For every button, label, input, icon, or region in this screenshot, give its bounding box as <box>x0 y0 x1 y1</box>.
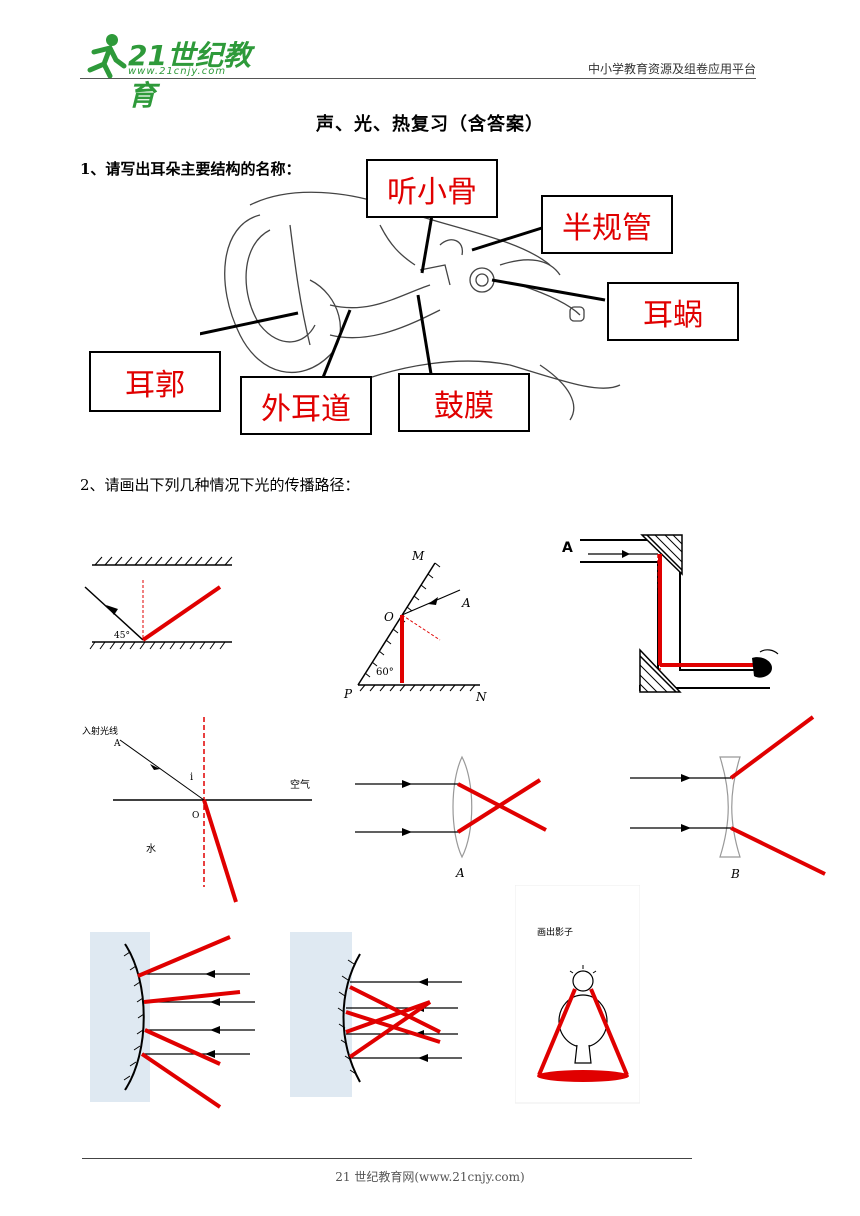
diagram-concave-mirror-2 <box>290 932 462 1097</box>
sun-icon <box>572 970 594 992</box>
page-title: 声、光、热复习（含答案） <box>316 114 544 135</box>
runner-icon <box>87 34 127 78</box>
label-A: A <box>461 596 471 610</box>
footer-text: 21 世纪教育网(www.21cnjy.com) <box>335 1170 525 1184</box>
question-1: 1、请写出耳朵主要结构的名称： <box>80 160 301 178</box>
label-M: M <box>411 549 425 563</box>
logo-url: www.21cnjy.com <box>128 66 227 77</box>
label-A-refraction: A <box>113 739 121 749</box>
header-logo: 21世纪教育 www.21cnjy.com <box>80 30 260 112</box>
label-ear-canal: 外耳道 <box>240 376 372 435</box>
diagram-refraction: 入射光线 A i 空气 O 水 <box>82 717 312 903</box>
label-lens-A: A <box>455 866 465 880</box>
label-O: O <box>384 610 394 624</box>
diagram-convex-lens: A <box>355 755 547 880</box>
diagram-shadow: 画出影子 <box>515 885 640 1104</box>
label-semicircular-canals: 半规管 <box>541 195 673 254</box>
label-ossicles: 听小骨 <box>366 159 498 218</box>
diagram-plane-mirror: 45° <box>84 556 233 650</box>
label-eardrum: 鼓膜 <box>398 373 530 432</box>
diagram-concave-mirror-1 <box>90 932 255 1109</box>
header-platform: 中小学教育资源及组卷应用平台 <box>587 62 756 76</box>
diagram-concave-lens: B <box>630 715 826 881</box>
footer-rule <box>82 1158 692 1159</box>
label-water: 水 <box>146 843 156 855</box>
logo-text: 21世纪教育 <box>128 39 251 112</box>
tree-icon <box>558 994 608 1048</box>
label-A-periscope: A <box>562 540 573 556</box>
label-air: 空气 <box>290 778 310 791</box>
label-incident: 入射光线 <box>82 725 118 737</box>
angle-45-label: 45° <box>114 631 130 641</box>
header-rule <box>80 78 756 79</box>
label-P: P <box>343 687 353 701</box>
label-auricle: 耳郭 <box>89 351 221 412</box>
question-2: 2、请画出下列几种情况下光的传播路径： <box>80 476 360 494</box>
label-shadow: 画出影子 <box>537 926 573 938</box>
label-lens-B: B <box>730 867 740 881</box>
label-i: i <box>190 772 193 783</box>
angle-60-label: 60° <box>376 667 394 678</box>
label-N: N <box>475 690 487 704</box>
diagram-angled-mirrors: M A O P N 60° <box>343 549 487 704</box>
diagram-periscope: A <box>562 534 779 693</box>
label-O-refraction: O <box>192 811 199 821</box>
label-cochlea: 耳蜗 <box>607 282 739 341</box>
